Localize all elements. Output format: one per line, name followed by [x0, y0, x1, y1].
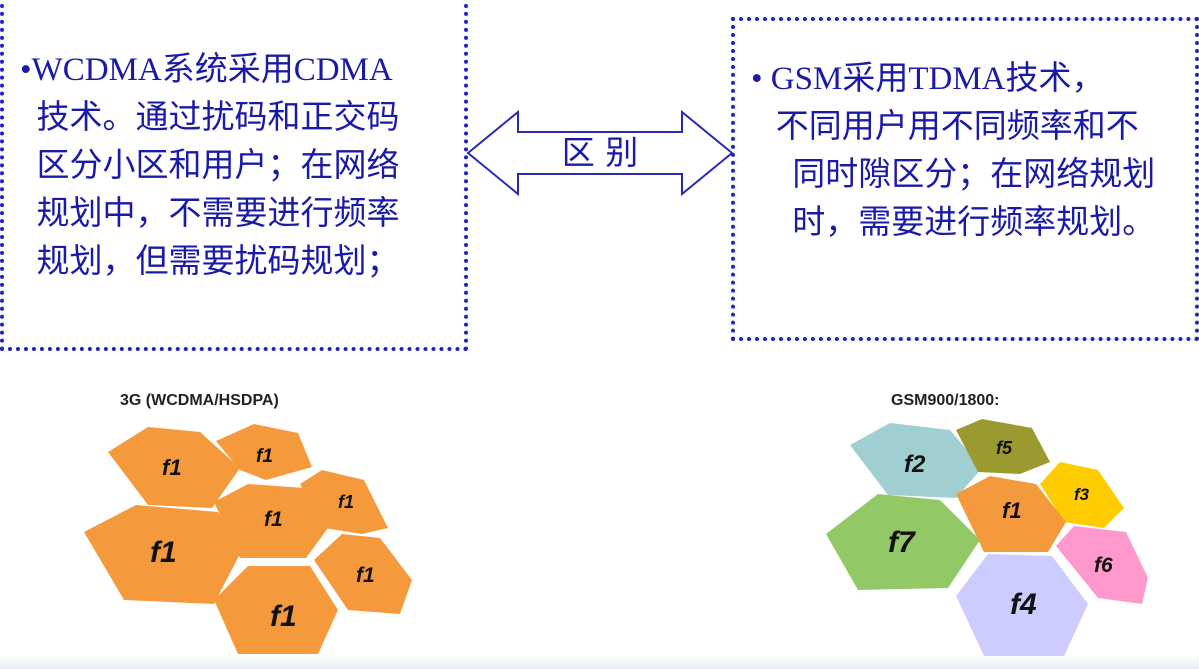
wcdma-cell: f1: [216, 424, 312, 480]
wcdma-cell-label: f1: [150, 536, 177, 569]
gsm-cell: f7: [826, 494, 980, 590]
gsm-cell-label: f2: [904, 451, 926, 478]
wcdma-cell: f1: [300, 470, 388, 534]
gsm-cell: f3: [1040, 462, 1124, 528]
wcdma-cell-label: f1: [264, 508, 283, 531]
wcdma-cell-label: f1: [256, 446, 273, 467]
gsm-cell-label: f1: [1002, 498, 1022, 523]
difference-double-arrow: 区 别: [466, 109, 734, 197]
gsm-description-box: • GSM采用TDMA技术， 不同用户用不同频率和不 同时隙区分；在网络规划 时…: [731, 17, 1199, 341]
wcdma-cell-label: f1: [338, 492, 354, 512]
gsm-cell-label: f5: [996, 438, 1013, 458]
gsm-cell-label: f4: [1010, 588, 1037, 621]
slide-bottom-strip: [0, 656, 1199, 669]
wcdma-cell: f1: [214, 484, 328, 558]
wcdma-description-box: •WCDMA系统采用CDMA 技术。通过扰码和正交码 区分小区和用户；在网络 规…: [0, 0, 468, 351]
gsm-description-text: • GSM采用TDMA技术， 不同用户用不同频率和不 同时隙区分；在网络规划 时…: [751, 61, 1156, 241]
gsm-diagram-caption: GSM900/1800:: [891, 392, 1000, 409]
wcdma-description-text: •WCDMA系统采用CDMA 技术。通过扰码和正交码 区分小区和用户；在网络 规…: [20, 52, 400, 280]
gsm-cell: f4: [956, 554, 1088, 656]
gsm-cell: f5: [956, 419, 1050, 474]
wcdma-diagram-caption: 3G (WCDMA/HSDPA): [120, 392, 279, 409]
wcdma-cell-label: f1: [162, 455, 182, 480]
difference-label: 区 别: [562, 133, 639, 172]
gsm-cell-label: f7: [888, 526, 916, 559]
wcdma-cell: f1: [314, 534, 412, 614]
gsm-cell-label: f6: [1094, 554, 1113, 577]
gsm-cell: f2: [850, 423, 982, 498]
wcdma-cell: f1: [214, 566, 338, 654]
wcdma-cell: f1: [108, 427, 240, 508]
wcdma-cell: f1: [84, 505, 242, 604]
wcdma-cell-label: f1: [270, 600, 297, 633]
gsm-cell: f1: [956, 476, 1066, 552]
gsm-cell: f6: [1056, 526, 1148, 604]
gsm-cell-label: f3: [1074, 485, 1090, 504]
wcdma-cell-label: f1: [356, 564, 375, 587]
